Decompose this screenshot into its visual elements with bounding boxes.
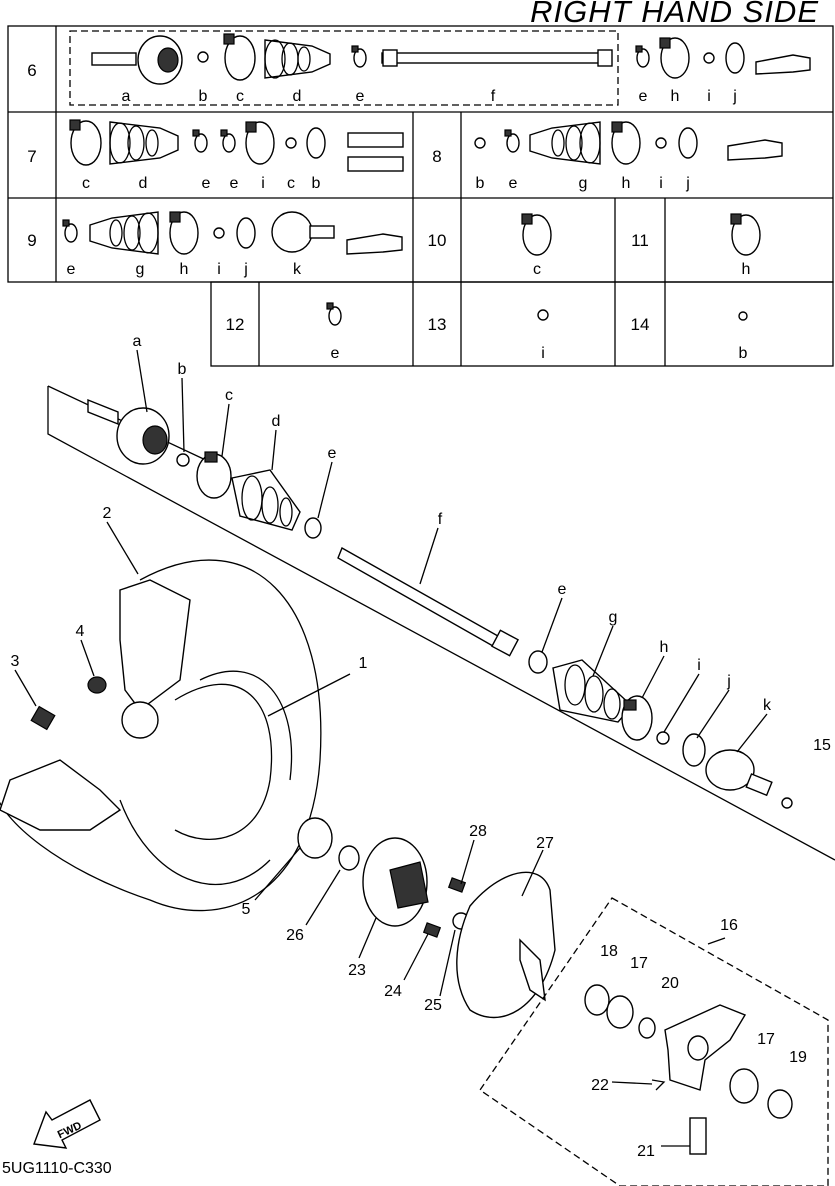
callout-a: a [133, 333, 142, 350]
callout-k: k [763, 697, 772, 714]
diagram-code: 5UG1110-C330 [2, 1160, 112, 1177]
kit-number-8: 8 [432, 147, 441, 166]
kit-9-letter-e: e [67, 261, 76, 278]
kit-number-6: 6 [27, 61, 36, 80]
part-number-3: 3 [11, 653, 20, 670]
part-number-17b: 17 [757, 1031, 775, 1048]
kit-9-letter-k: k [293, 261, 302, 278]
kit-6-letter-j: j [732, 88, 737, 105]
callout-g: g [609, 609, 618, 626]
part-number-15: 15 [813, 737, 831, 754]
kit-7-icons [69, 119, 404, 172]
callout-e: e [328, 445, 337, 462]
kit-7-letter-i: i [261, 175, 265, 192]
part-number-26: 26 [286, 927, 304, 944]
kit-12-letter-e: e [331, 345, 340, 362]
part-number-20: 20 [661, 975, 679, 992]
kit-9-letter-j: j [243, 261, 248, 278]
part-number-22: 22 [591, 1077, 609, 1094]
callout-f: f [438, 511, 443, 528]
kit-9-letter-h: h [180, 261, 189, 278]
kit-number-7: 7 [27, 147, 36, 166]
kit-6-icons [91, 33, 811, 85]
part-number-5: 5 [242, 901, 251, 918]
kit-number-14: 14 [631, 315, 650, 334]
kit-8-icons [474, 121, 783, 165]
kit-6-letter-e2: e [639, 88, 648, 105]
kit-8-letter-e: e [509, 175, 518, 192]
part-number-1: 1 [359, 655, 368, 672]
kit-9-letter-g: g [136, 261, 145, 278]
kit-13-letter-i: i [541, 345, 545, 362]
part-number-24: 24 [384, 983, 402, 1000]
kit-6-letter-b: b [199, 88, 208, 105]
callout-j: j [726, 673, 731, 690]
kit-7-letter-d: d [139, 175, 148, 192]
kit-9-letter-i: i [217, 261, 221, 278]
knuckle-group [479, 897, 829, 1186]
callout-i: i [697, 657, 701, 674]
kit-7-letter-c2: c [287, 175, 295, 192]
kit-8-letter-g: g [579, 175, 588, 192]
kit-7-letter-e2: e [230, 175, 239, 192]
part-number-21: 21 [637, 1143, 655, 1160]
kit-6-letter-d: d [293, 88, 302, 105]
fwd-arrow-icon: FWD [33, 1099, 101, 1149]
kit-number-11: 11 [631, 231, 649, 250]
callout-b: b [178, 361, 187, 378]
kit-8-letter-j: j [685, 175, 690, 192]
callout-e2: e [558, 581, 567, 598]
callout-c: c [225, 387, 233, 404]
part-number-19: 19 [789, 1049, 807, 1066]
wheel-assembly [0, 559, 322, 912]
kit-6-letter-f: f [491, 88, 496, 105]
drive-shaft-assembly [87, 398, 793, 809]
part-number-2: 2 [103, 505, 112, 522]
kit-7-letter-b: b [312, 175, 321, 192]
part-number-18: 18 [600, 943, 618, 960]
kit-14-letter-b: b [739, 345, 748, 362]
part-number-16: 16 [720, 917, 738, 934]
kit-table [7, 25, 834, 367]
leader-lines [14, 349, 768, 1147]
kit-8-letter-i: i [659, 175, 663, 192]
kit-7-letter-c: c [82, 175, 90, 192]
kit-6-letter-h: h [671, 88, 680, 105]
kit-number-13: 13 [428, 315, 447, 334]
kit-number-10: 10 [428, 231, 447, 250]
kit-number-12: 12 [226, 315, 245, 334]
kit-7-letter-e: e [202, 175, 211, 192]
kit-8-letter-h: h [622, 175, 631, 192]
part-number-23: 23 [348, 962, 366, 979]
page-title: RIGHT HAND SIDE [530, 0, 819, 29]
callout-h: h [660, 639, 669, 656]
part-number-28: 28 [469, 823, 487, 840]
kit-single-icons [326, 213, 761, 326]
kit-6-letter-i: i [707, 88, 711, 105]
part-number-4: 4 [76, 623, 85, 640]
kit-10-letter-c: c [533, 261, 541, 278]
part-number-27: 27 [536, 835, 554, 852]
kit-11-letter-h: h [742, 261, 751, 278]
hub-brake-assembly [297, 817, 556, 1019]
callout-d: d [272, 413, 281, 430]
kit-6-letter-a: a [122, 88, 131, 105]
part-number-25: 25 [424, 997, 442, 1014]
kit-number-9: 9 [27, 231, 36, 250]
kit-6-letter-e: e [356, 88, 365, 105]
kit-9-icons [62, 211, 403, 255]
kit-8-letter-b: b [476, 175, 485, 192]
part-number-17a: 17 [630, 955, 648, 972]
kit-6-letter-c: c [236, 88, 244, 105]
